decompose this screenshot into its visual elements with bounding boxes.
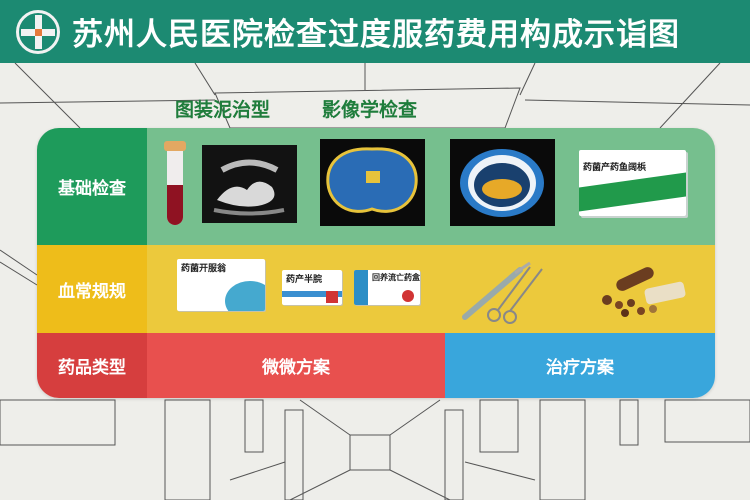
medicine-box-image: 回养流亡药盒 xyxy=(354,270,420,305)
row-drug-type: 药品类型 微微方案 治疗方案 xyxy=(37,333,715,398)
ct-scan-abdomen-image xyxy=(450,139,555,226)
medicine-box-title: 药菌产药鱼阔梹 xyxy=(583,163,647,173)
medicine-box-image: 药产半脘 xyxy=(282,270,342,305)
row-label: 基础检查 xyxy=(37,128,147,245)
row-label: 血常规规 xyxy=(37,245,147,333)
hospital-cross-emblem-icon xyxy=(16,9,60,54)
surgical-tools-icon xyxy=(460,255,550,325)
cost-structure-board: 基础检查 药菌产药鱼阔梹 血常规规 药菌开服翁 xyxy=(37,128,715,398)
blood-test-tube-icon xyxy=(164,141,186,225)
medicine-box-image: 药菌产药鱼阔梹 xyxy=(579,150,686,216)
column-label: 图装泥治型 xyxy=(175,99,271,121)
medicine-box-title: 回养流亡药盒 xyxy=(372,273,420,282)
row-label: 药品类型 xyxy=(37,333,147,398)
herbal-medicine-icon xyxy=(595,265,690,320)
plan-cell-micro: 微微方案 xyxy=(147,333,445,398)
medicine-box-image: 药菌开服翁 xyxy=(177,259,265,311)
ct-scan-brain-image xyxy=(320,139,425,226)
row-basic-exam: 基础检查 药菌产药鱼阔梹 xyxy=(37,128,715,245)
row-blood-routine: 血常规规 药菌开服翁 药产半脘 回养流亡药盒 xyxy=(37,245,715,333)
column-label: 影像学检查 xyxy=(322,99,418,121)
plan-cell-treatment: 治疗方案 xyxy=(445,333,715,398)
column-labels: 图装泥治型 影像学检查 xyxy=(175,95,417,122)
title-banner: 苏州人民医院检查过度服药费用构成示诣图 xyxy=(0,0,750,63)
medicine-box-title: 药产半脘 xyxy=(286,275,323,285)
row-content: 药菌开服翁 药产半脘 回养流亡药盒 xyxy=(147,245,715,333)
ultrasound-scan-image xyxy=(202,145,297,223)
page-title: 苏州人民医院检查过度服药费用构成示诣图 xyxy=(72,17,680,53)
medicine-box-title: 药菌开服翁 xyxy=(181,264,227,274)
row-content: 药菌产药鱼阔梹 xyxy=(147,128,715,245)
